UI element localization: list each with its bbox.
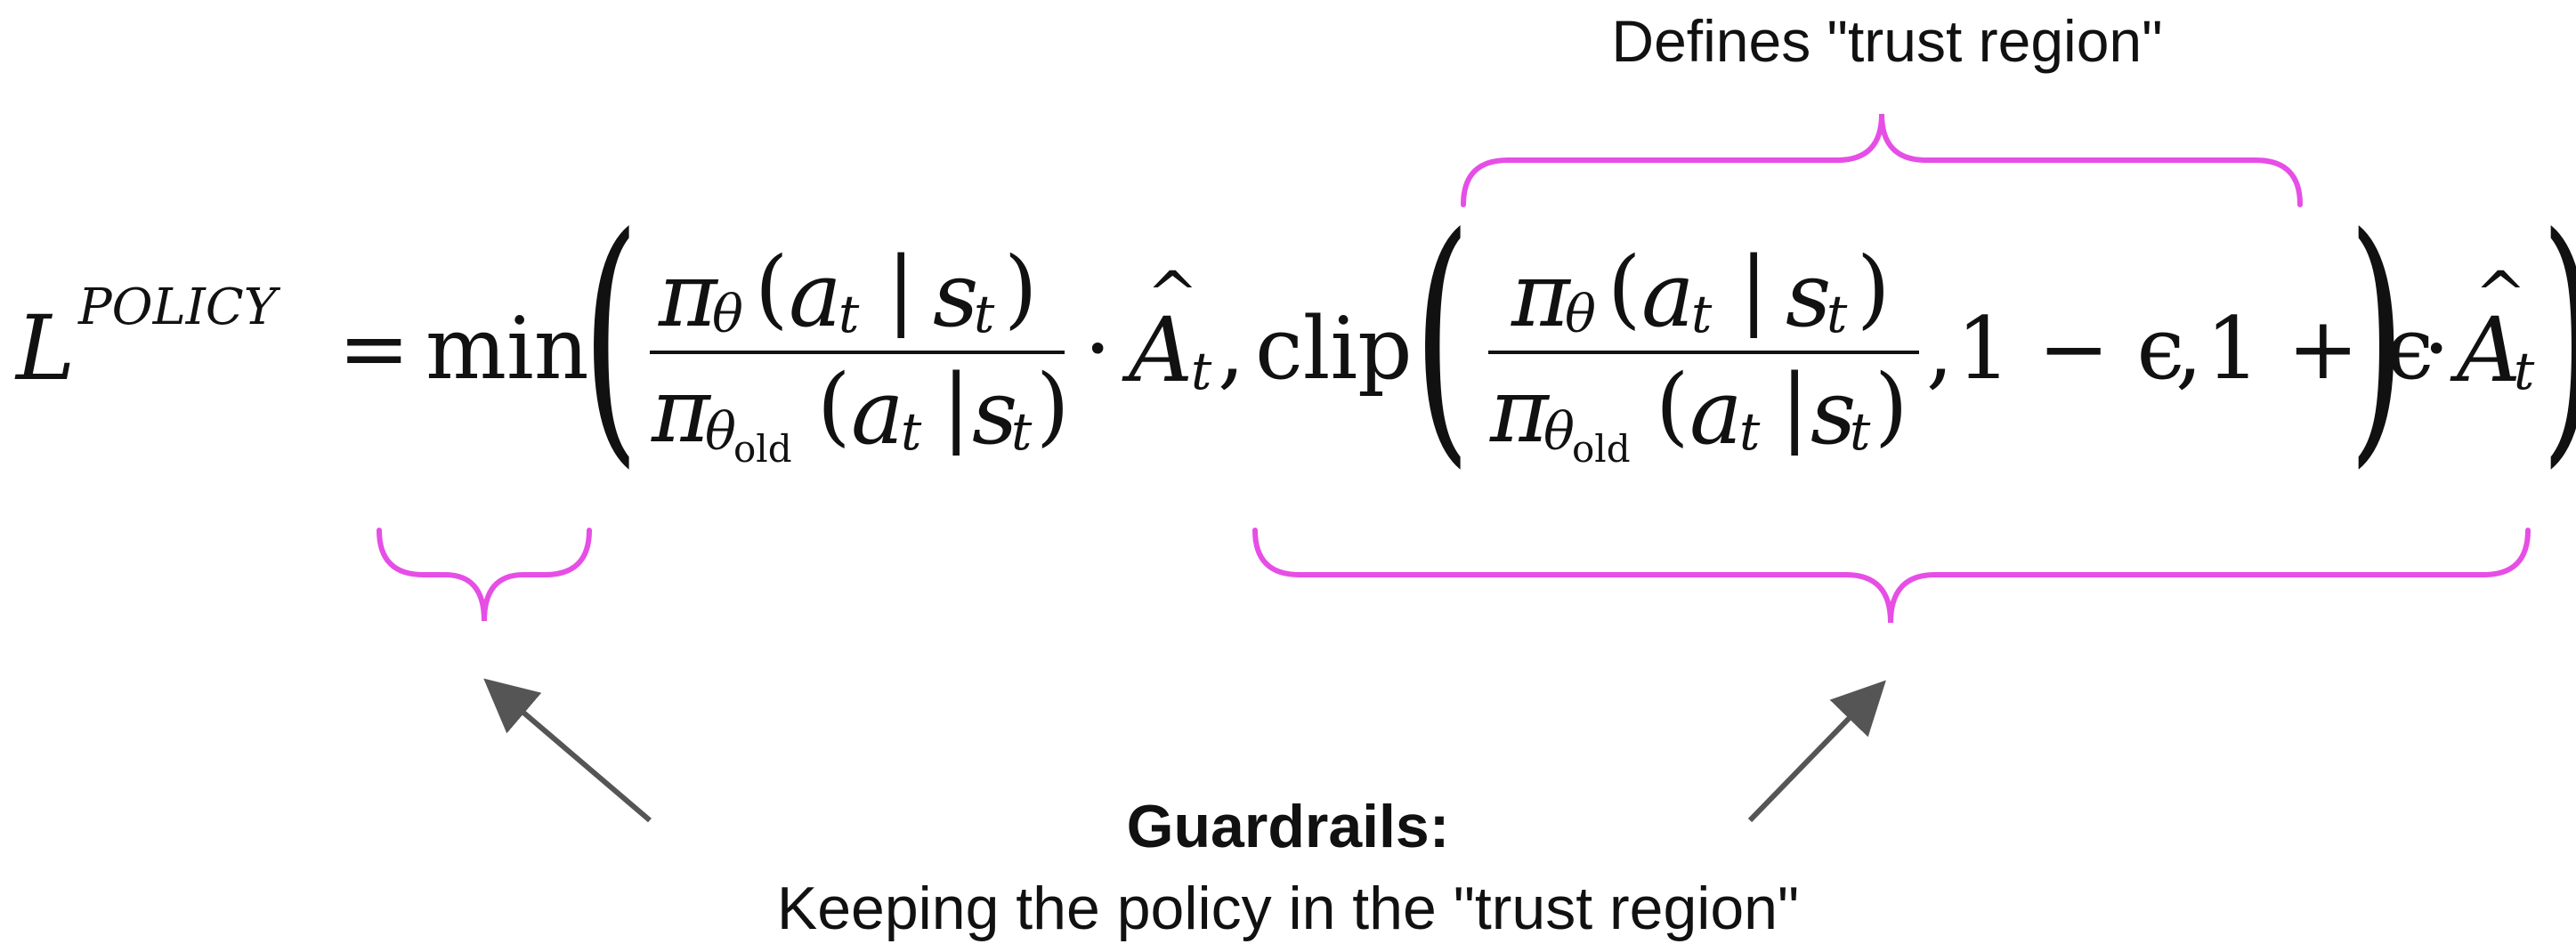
clip-denominator-theta: θ (1543, 401, 1575, 462)
cdot-2: · (2423, 299, 2450, 399)
clip-left-paren: ( (1414, 181, 1471, 491)
denominator-bar: | (942, 356, 971, 456)
numerator-bar: | (887, 238, 916, 338)
advantage-A-2: A (2457, 298, 2522, 402)
clip-numerator-a-t: t (1691, 284, 1713, 344)
guardrails-subtitle: Keeping the policy in the "trust region" (776, 875, 1800, 942)
one-minus-epsilon: 1 − ϵ (1956, 299, 2185, 399)
denominator-s-t: t (1011, 401, 1033, 462)
cdot-1: · (1084, 299, 1112, 399)
denominator-old: old (733, 427, 792, 471)
denominator-a: a (851, 360, 904, 464)
clip-denominator-pi: π (1490, 359, 1549, 463)
advantage-hat-2: ^ (2475, 258, 2527, 331)
comma-2: , (1926, 299, 1954, 399)
fraction-bar-1 (650, 351, 1065, 354)
clip-numerator-lparen: ( (1608, 238, 1641, 338)
min-brace (377, 528, 592, 622)
fraction-bar-2 (1488, 351, 1919, 354)
lhs-superscript: POLICY (78, 278, 277, 336)
guardrails-title: Guardrails: (1126, 793, 1450, 860)
clip-denominator-lparen: ( (1656, 356, 1689, 456)
min-operator: min (425, 299, 589, 399)
numerator-a: a (789, 243, 842, 347)
numerator-a-t: t (838, 284, 860, 344)
numerator-rparen: ) (1004, 238, 1038, 338)
clip-denominator-rparen: ) (1875, 356, 1908, 456)
one-plus-epsilon: 1 + ϵ (2206, 299, 2434, 399)
clip-denominator-s: s (1810, 360, 1857, 464)
clip-numerator-s-t: t (1827, 284, 1848, 344)
comma-3: , (2175, 299, 2203, 399)
clip-right-paren: ) (2348, 181, 2406, 491)
numerator-lparen: ( (755, 238, 789, 338)
clip-denominator-bar: | (1780, 356, 1810, 456)
top-trust-region-brace (1461, 113, 2303, 207)
outer-left-paren: ( (582, 181, 640, 491)
lhs-symbol: L (16, 296, 76, 400)
numerator-s: s (933, 243, 979, 347)
arrow-to-clip (1747, 680, 1886, 823)
denominator-s: s (972, 360, 1018, 464)
numerator-pi: π (659, 243, 717, 347)
clip-denominator-a-t: t (1739, 401, 1761, 462)
arrow-to-min (483, 678, 652, 823)
advantage-A-1: A (1129, 298, 1194, 402)
advantage-t-2: t (2514, 341, 2535, 401)
advantage-hat-1: ^ (1146, 258, 1199, 331)
trust-region-annotation: Defines "trust region" (1611, 8, 2163, 74)
denominator-rparen: ) (1036, 356, 1070, 456)
clip-numerator-rparen: ) (1857, 238, 1891, 338)
clip-numerator-pi: π (1511, 243, 1570, 347)
denominator-pi: π (652, 359, 710, 463)
clip-denominator-a: a (1689, 360, 1743, 464)
denominator-a-t: t (901, 401, 922, 462)
comma-1: , (1218, 299, 1245, 399)
clip-numerator-theta: θ (1565, 284, 1596, 344)
clip-numerator-bar: | (1739, 238, 1769, 338)
clip-denominator-old: old (1572, 427, 1631, 471)
denominator-theta: θ (705, 401, 736, 462)
clip-brace (1252, 528, 2531, 624)
clip-denominator-s-t: t (1850, 401, 1871, 462)
advantage-t-1: t (1191, 341, 1212, 401)
outer-right-paren: ) (2540, 203, 2576, 470)
clip-numerator-s: s (1786, 243, 1832, 347)
ppo-policy-equation: L POLICY = min ( π θ ( a t | s t ) π θ o… (16, 203, 2576, 470)
numerator-s-t: t (974, 284, 995, 344)
clip-numerator-a: a (1641, 243, 1695, 347)
denominator-lparen: ( (817, 356, 851, 456)
numerator-theta: θ (712, 284, 743, 344)
equals-sign: = (338, 299, 410, 399)
clip-operator: clip (1255, 299, 1413, 399)
